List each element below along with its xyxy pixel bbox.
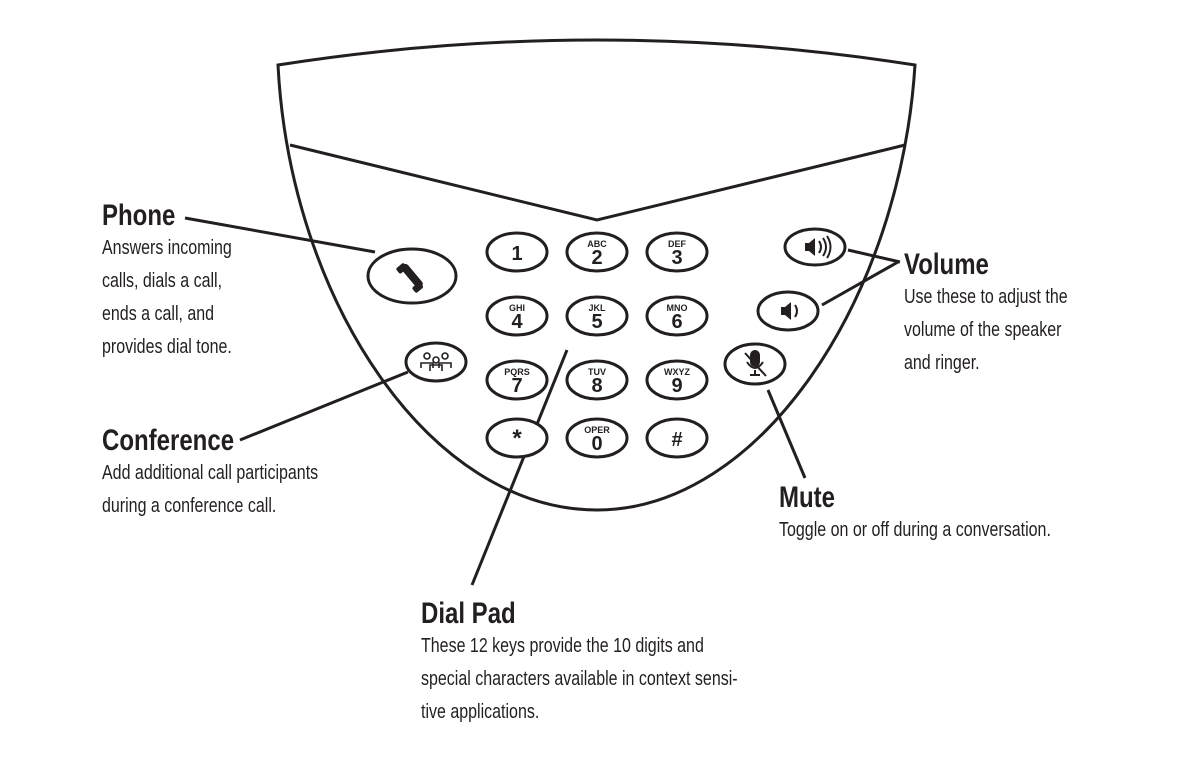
dial-key-letters: JKL [588,303,606,313]
dialpad-callout: Dial Pad These 12 keys provide the 10 di… [421,598,738,729]
dial-key-digit: 0 [591,433,602,455]
volume-desc-2: volume of the speaker [904,319,1062,341]
mute-desc-1: Toggle on or off during a conversation. [779,519,1051,541]
dialpad-title: Dial Pad [421,597,516,630]
volume-up-icon [805,235,832,259]
mute-title: Mute [779,481,835,514]
phone-desc-1: Answers incoming [102,237,232,259]
dial-key-outline [645,359,709,401]
dial-key-letters: TUV [588,367,606,377]
mute-leader-line [766,389,807,479]
conference-desc-1: Add additional call participants [102,462,319,484]
dial-key-letters: WXYZ [664,367,691,377]
dial-key-digit: 4 [511,311,523,333]
phone-leader-line [184,216,376,254]
phone-desc-3: ends a call, and [102,303,215,325]
mute-button[interactable] [723,342,787,386]
dialpad-desc-1: These 12 keys provide the 10 digits and [421,635,704,657]
conference-title: Conference [102,424,235,457]
dial-key-digit: 8 [591,375,602,397]
dial-key-digit: # [671,429,682,451]
dial-key-digit: 3 [671,247,682,269]
dial-key-letters: DEF [668,239,687,249]
phone-callout: Phone Answers incoming calls, dials a ca… [102,200,232,364]
dialpad-leader-line [470,349,569,586]
dial-key-outline [565,417,629,459]
volume-up-button[interactable] [783,227,847,267]
volume-callout: Volume Use these to adjust the volume of… [904,249,1068,380]
volume-desc-1: Use these to adjust the [904,286,1068,308]
phone-body-outline [276,38,917,512]
dial-key-outline [645,417,709,459]
dial-key-letters: OPER [584,425,610,435]
dial-key-letters: MNO [667,303,688,313]
phone-desc-4: provides dial tone. [102,336,232,358]
dial-key-outline [485,295,549,337]
phone-title: Phone [102,199,176,232]
conference-button[interactable] [404,341,468,383]
dial-key-outline [565,231,629,273]
dial-key-1[interactable]: 1 [485,231,549,273]
dial-key-outline [645,295,709,337]
dial-key-letters: ABC [587,239,607,249]
volume-title: Volume [904,248,989,281]
dial-key-digit: 9 [671,375,682,397]
conference-desc-2: during a conference call. [102,495,277,517]
dial-key-digit: 6 [671,311,682,333]
conference-people-icon [420,352,452,371]
muted-microphone-icon [744,350,767,377]
mute-callout: Mute Toggle on or off during a conversat… [779,482,1051,547]
dial-key-outline [485,417,549,459]
dial-key-star[interactable]: * [485,417,549,459]
conference-callout: Conference Add additional call participa… [102,425,318,523]
volume-down-button[interactable] [756,290,820,332]
dialpad-desc-3: tive applications. [421,701,540,723]
dialpad-desc-2: special characters available in context … [421,668,738,690]
dial-key-outline [565,295,629,337]
conference-leader-line [239,370,409,442]
dial-key-digit: 2 [591,247,602,269]
phone-desc-2: calls, dials a call, [102,270,223,292]
phone-button[interactable] [366,247,458,305]
dial-key-letters: PQRS [504,367,530,377]
dial-key-outline [645,231,709,273]
volume-desc-3: and ringer. [904,352,980,374]
dial-key-outline [485,231,549,273]
volume-leader-line-down [821,260,899,307]
volume-down-icon [781,302,798,320]
dial-key-digit: * [512,425,522,452]
dial-key-digit: 7 [511,375,522,397]
phone-display-line [289,143,906,222]
dial-key-letters: GHI [509,303,525,313]
dial-key-hash[interactable]: # [645,417,709,459]
dial-key-outline [485,359,549,401]
dial-key-outline [565,359,629,401]
handset-icon [396,263,423,293]
volume-leader-line-up [847,248,901,264]
dial-key-digit: 1 [511,243,522,265]
dial-key-digit: 5 [591,311,602,333]
